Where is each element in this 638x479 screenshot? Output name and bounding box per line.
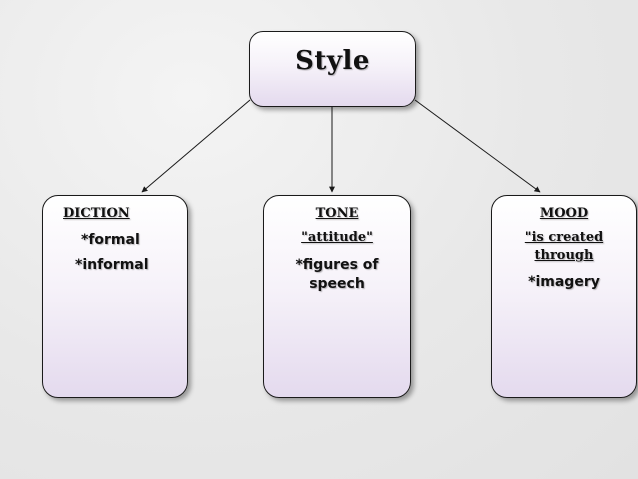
tone-item-figures: *figures of (295, 257, 379, 273)
connector-style-diction (141, 99, 251, 193)
style-node: Style (249, 31, 416, 107)
diction-node: DICTION *formal *informal (42, 195, 188, 398)
mood-item-imagery: *imagery (528, 274, 600, 290)
tone-node: TONE "attitude" *figures of speech (263, 195, 411, 398)
diction-heading: DICTION (63, 206, 130, 221)
tone-heading: TONE (315, 206, 359, 221)
diction-item-informal: *informal (75, 257, 149, 273)
tone-quote: "attitude" (301, 230, 373, 245)
mood-heading: MOOD (539, 206, 589, 221)
mood-quote-line-2: through (534, 248, 594, 263)
diction-item-formal: *formal (81, 232, 140, 248)
style-label: Style (295, 46, 370, 76)
tone-item-speech: speech (309, 276, 365, 292)
connector-style-mood (414, 99, 541, 193)
mood-node: MOOD "is created through *imagery (491, 195, 637, 398)
mood-quote-line-1: "is created (524, 230, 604, 245)
